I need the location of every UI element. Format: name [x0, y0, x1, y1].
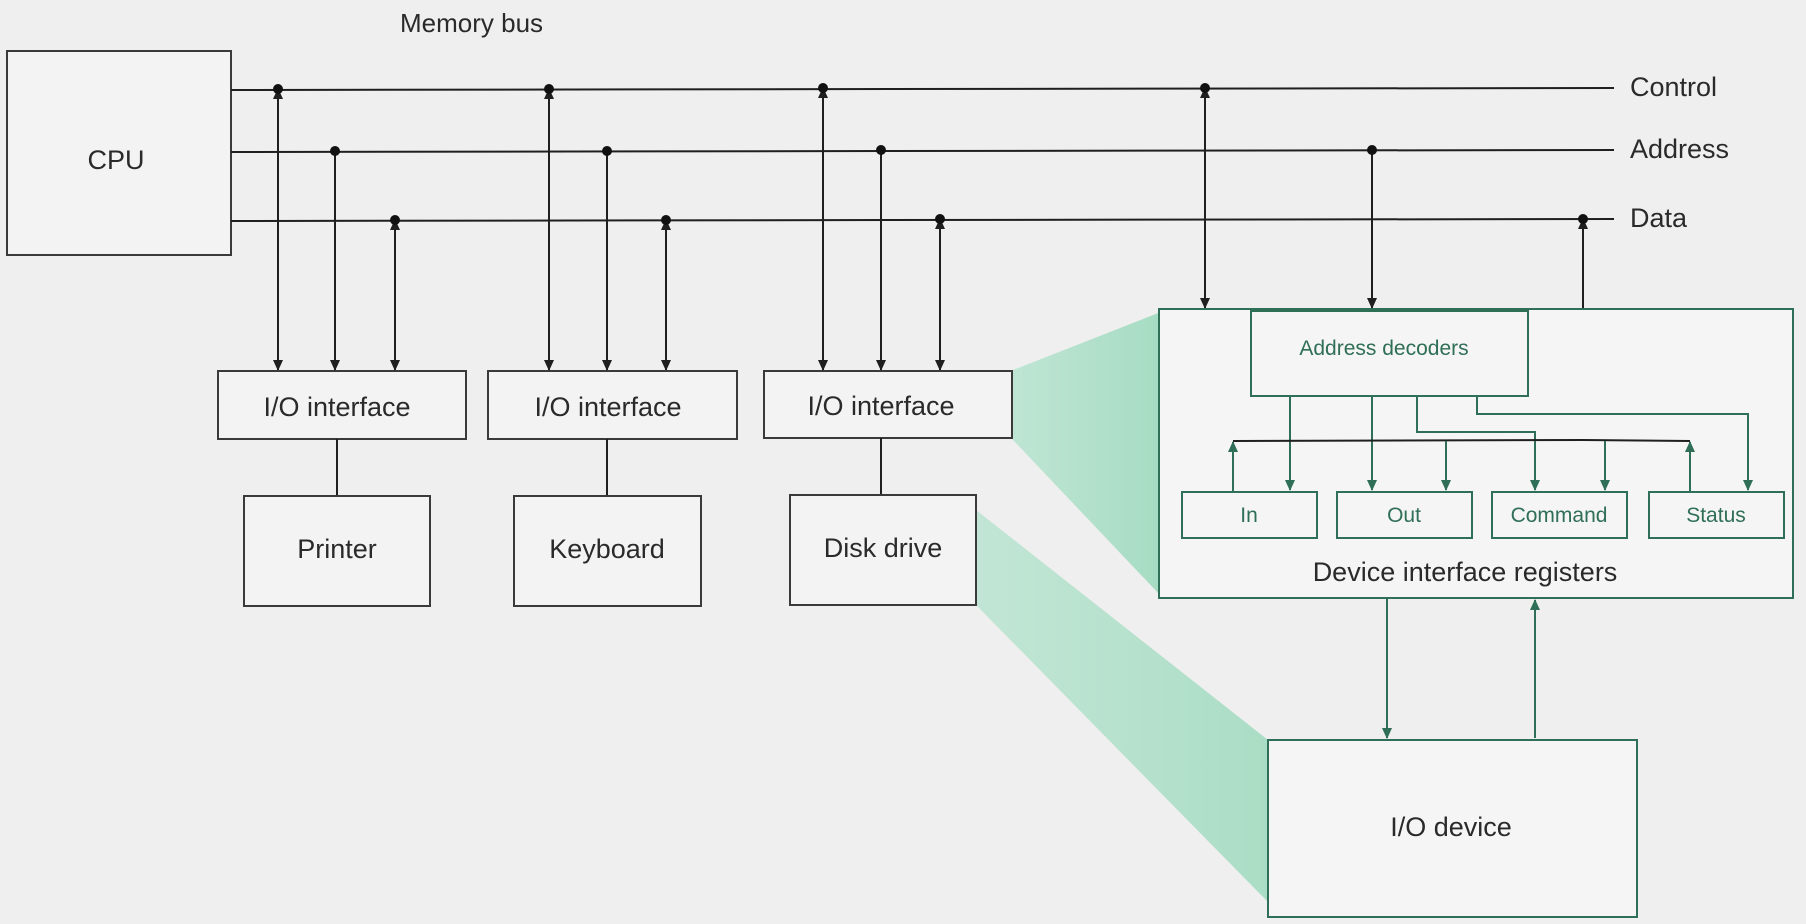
io-interface-box	[763, 370, 1013, 439]
interface-keyboard: I/O interface Keyboard	[487, 84, 738, 607]
bus-label-data: Data	[1630, 203, 1688, 233]
register-status	[1648, 491, 1785, 539]
device-interface-detail: Address decoders In Out Command Status D…	[1158, 83, 1794, 918]
interface-printer: I/O interface Printer	[217, 84, 467, 607]
register-out-label: Out	[1387, 504, 1421, 527]
register-out	[1336, 491, 1473, 539]
cpu-block: CPU	[6, 50, 232, 256]
control-line	[230, 87, 1615, 91]
io-interface-box	[487, 370, 738, 440]
register-status-label: Status	[1686, 504, 1746, 527]
keyboard-box	[513, 495, 702, 607]
cpu-label: CPU	[87, 145, 144, 175]
printer-label: Printer	[297, 534, 377, 564]
io-interface-label: I/O interface	[807, 391, 954, 421]
interface-disk-drive: I/O interface Disk drive	[763, 83, 1013, 606]
zoom-highlight	[976, 312, 1268, 902]
address-line	[230, 149, 1615, 153]
disk-drive-label: Disk drive	[824, 533, 943, 563]
disk-drive-box	[789, 494, 977, 606]
bus-label-address: Address	[1630, 134, 1729, 164]
memory-bus: Control Address Data	[230, 72, 1729, 233]
register-command	[1491, 491, 1628, 539]
io-device-label: I/O device	[1390, 812, 1512, 842]
io-device-box	[1267, 739, 1638, 918]
io-interface-label: I/O interface	[534, 392, 681, 422]
device-interface-registers-caption: Device interface registers	[1313, 557, 1618, 587]
printer-box	[243, 495, 431, 607]
address-decoders-label: Address decoders	[1299, 337, 1468, 360]
bus-label-control: Control	[1630, 72, 1717, 102]
io-interface-label: I/O interface	[263, 392, 410, 422]
register-in	[1181, 491, 1318, 539]
data-line	[230, 218, 1615, 222]
address-decoders-box	[1250, 310, 1529, 397]
register-in-label: In	[1240, 504, 1258, 527]
register-command-label: Command	[1511, 504, 1608, 527]
io-interface-box	[217, 370, 467, 440]
keyboard-label: Keyboard	[549, 534, 665, 564]
memory-bus-title: Memory bus	[400, 8, 543, 38]
